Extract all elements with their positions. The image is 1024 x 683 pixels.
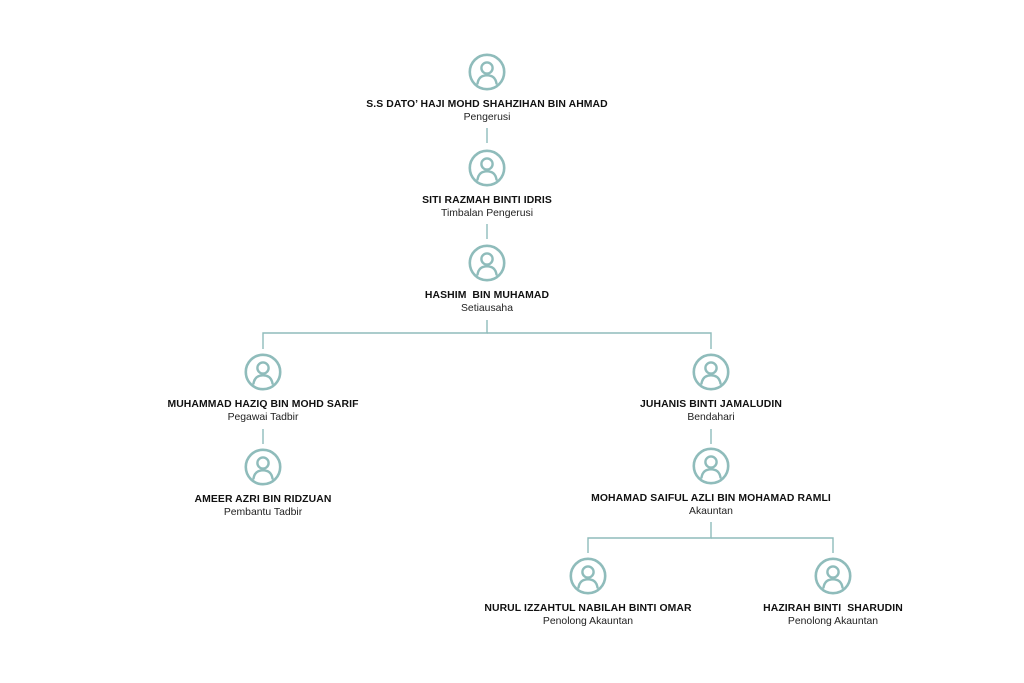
assistant-accountant-1-role: Penolong Akauntan (542, 616, 634, 627)
admin-officer-role: Pegawai Tadbir (227, 412, 299, 423)
connector-secretary-treasurer (487, 332, 712, 349)
node-accountant: MOHAMAD SAIFUL AZLI BIN MOHAMAD RAMLI Ak… (541, 447, 881, 518)
assistant-accountant-1-name: NURUL IZZAHTUL NABILAH BINTI OMAR (484, 603, 692, 614)
person-icon (468, 149, 506, 187)
secretary-name: HASHIM BIN MUHAMAD (424, 290, 550, 301)
chairman-role: Pengerusi (463, 112, 511, 123)
person-icon (468, 53, 506, 91)
node-deputy-chairman: SITI RAZMAH BINTI IDRIS Timbalan Pengeru… (317, 149, 657, 220)
connector-accountant-asst2 (711, 537, 834, 553)
assistant-accountant-2-role: Penolong Akauntan (787, 616, 879, 627)
admin-officer-name: MUHAMMAD HAZIQ BIN MOHD SARIF (167, 399, 359, 410)
person-icon (244, 353, 282, 391)
person-icon (692, 353, 730, 391)
node-admin-assistant: AMEER AZRI BIN RIDZUAN Pembantu Tadbir (93, 448, 433, 519)
person-icon (569, 557, 607, 595)
node-assistant-accountant-2: HAZIRAH BINTI SHARUDIN Penolong Akauntan (663, 557, 1003, 628)
treasurer-name: JUHANIS BINTI JAMALUDIN (639, 399, 782, 410)
person-icon (468, 244, 506, 282)
person-icon (692, 447, 730, 485)
node-chairman: S.S DATO’ HAJI MOHD SHAHZIHAN BIN AHMAD … (317, 53, 657, 124)
deputy-chairman-name: SITI RAZMAH BINTI IDRIS (422, 195, 552, 206)
admin-assistant-role: Pembantu Tadbir (223, 507, 303, 518)
treasurer-role: Bendahari (687, 412, 735, 423)
node-treasurer: JUHANIS BINTI JAMALUDIN Bendahari (541, 353, 881, 424)
node-secretary: HASHIM BIN MUHAMAD Setiausaha (317, 244, 657, 315)
connector-secretary-branch (262, 320, 488, 349)
accountant-name: MOHAMAD SAIFUL AZLI BIN MOHAMAD RAMLI (591, 493, 831, 504)
admin-assistant-name: AMEER AZRI BIN RIDZUAN (194, 494, 332, 505)
deputy-chairman-role: Timbalan Pengerusi (440, 208, 534, 219)
accountant-role: Akauntan (689, 506, 733, 517)
assistant-accountant-2-name: HAZIRAH BINTI SHARUDIN (763, 603, 903, 614)
node-admin-officer: MUHAMMAD HAZIQ BIN MOHD SARIF Pegawai Ta… (93, 353, 433, 424)
secretary-role: Setiausaha (461, 303, 513, 314)
connector-accountant-branch (587, 522, 712, 553)
node-assistant-accountant-1: NURUL IZZAHTUL NABILAH BINTI OMAR Penolo… (418, 557, 758, 628)
person-icon (244, 448, 282, 486)
chairman-name: S.S DATO’ HAJI MOHD SHAHZIHAN BIN AHMAD (366, 99, 608, 110)
person-icon (814, 557, 852, 595)
